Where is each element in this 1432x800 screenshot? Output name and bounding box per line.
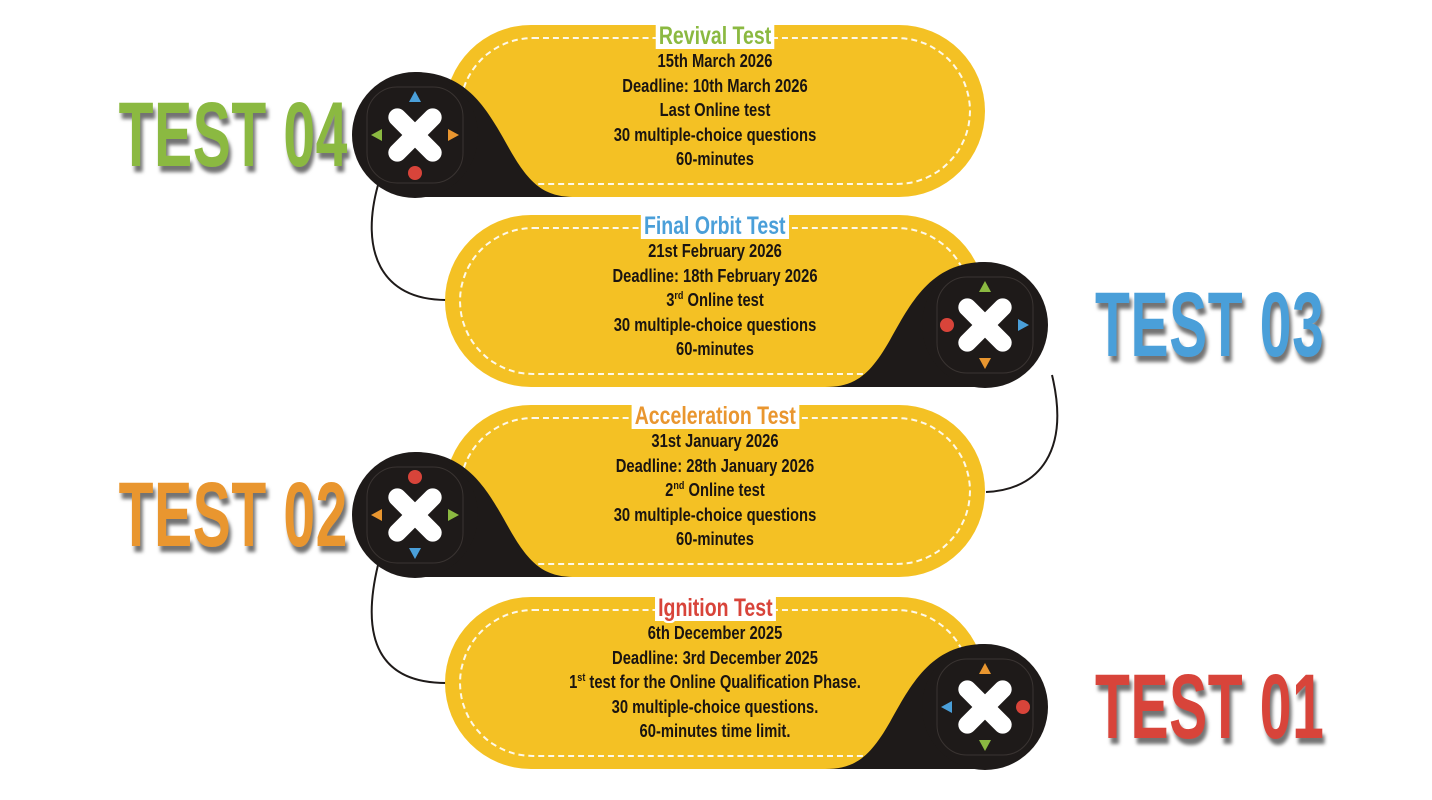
detail-num: 2 <box>665 480 674 500</box>
detail-line: 60-minutes <box>676 339 754 359</box>
detail-line: Deadline: 3rd December 2025 <box>612 647 818 668</box>
test-number-label: TEST 02 <box>118 464 348 566</box>
test-title: Acceleration Test <box>631 403 799 429</box>
detail-line: 1st test for the Online Qualification Ph… <box>494 670 937 695</box>
triangle-icon <box>409 548 421 559</box>
triangle-icon <box>371 509 382 521</box>
detail-line: Deadline: 10th March 2026 <box>622 75 808 96</box>
detail-line: Deadline: 28th January 2026 <box>615 455 815 476</box>
gamepad-badge <box>825 644 1048 770</box>
x-button-icon <box>958 680 1012 734</box>
detail-line: 21st February 2026 <box>648 241 782 261</box>
test-number-label: TEST 03 <box>1095 274 1325 376</box>
detail-sup: nd <box>673 480 685 492</box>
detail-num: 1 <box>569 672 578 692</box>
dot-icon <box>408 470 422 484</box>
detail-line: 6th December 2025 <box>647 623 783 643</box>
triangle-icon <box>409 91 421 102</box>
triangle-icon <box>448 129 459 141</box>
detail-line: 30 multiple-choice questions <box>613 504 817 525</box>
triangle-icon <box>1018 319 1029 331</box>
triangle-icon <box>448 509 459 521</box>
connector-03-02 <box>985 374 1059 493</box>
triangle-icon <box>979 740 991 751</box>
detail-sup: st <box>577 672 586 684</box>
gamepad-badge <box>825 262 1048 388</box>
card-pill <box>445 405 985 577</box>
test-number-label: TEST 01 <box>1095 656 1325 758</box>
detail-rest: Online test <box>683 290 764 310</box>
test-number-label: TEST 04 <box>118 84 348 186</box>
triangle-icon <box>371 129 382 141</box>
triangle-icon <box>979 358 991 369</box>
detail-line: 31st January 2026 <box>651 431 779 451</box>
test-title: Ignition Test <box>654 595 776 621</box>
detail-line: 30 multiple-choice questions <box>613 124 817 145</box>
detail-line: Last Online test <box>659 100 771 120</box>
triangle-icon <box>979 663 991 674</box>
x-button-icon <box>958 298 1012 352</box>
detail-line: 60-minutes <box>676 149 754 169</box>
connector-04-03 <box>370 184 447 301</box>
gamepad-badge <box>352 452 575 578</box>
gamepad-badge <box>352 72 575 198</box>
detail-rest: Online test <box>684 480 765 500</box>
test-title: Revival Test <box>655 23 775 49</box>
detail-line: 3rd Online test <box>494 288 937 313</box>
x-button-icon <box>388 488 442 542</box>
detail-num: 3 <box>666 290 675 310</box>
detail-rest: test for the Online Qualification Phase. <box>585 672 861 692</box>
dot-icon <box>408 166 422 180</box>
detail-line: 60-minutes time limit. <box>639 721 791 741</box>
detail-line: 15th March 2026 <box>657 51 773 71</box>
x-button-icon <box>388 108 442 162</box>
connector-02-01 <box>370 564 447 684</box>
dot-icon <box>1016 700 1030 714</box>
card-pill <box>445 25 985 197</box>
dot-icon <box>940 318 954 332</box>
triangle-icon <box>941 701 952 713</box>
detail-line: Deadline: 18th February 2026 <box>612 265 818 286</box>
detail-line: 60-minutes <box>676 529 754 549</box>
detail-sup: rd <box>674 290 684 302</box>
triangle-icon <box>979 281 991 292</box>
detail-line: 30 multiple-choice questions. <box>611 696 819 717</box>
test-title: Final Orbit Test <box>641 213 789 239</box>
detail-line: 30 multiple-choice questions <box>613 314 817 335</box>
detail-line: 2nd Online test <box>494 478 937 503</box>
